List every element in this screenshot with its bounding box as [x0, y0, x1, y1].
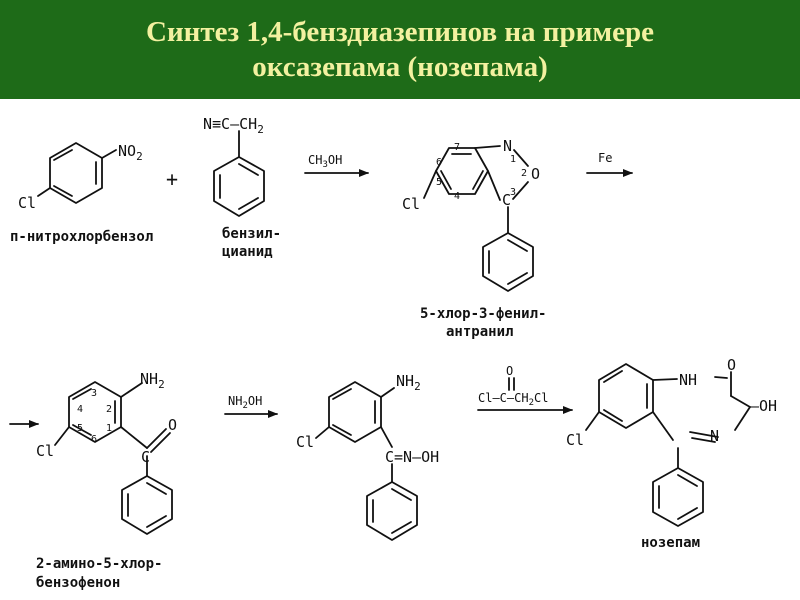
- title-line-2: оксазепама (нозепама): [252, 50, 548, 83]
- product-oh-label: –OH: [750, 397, 777, 415]
- locant: 6: [436, 157, 442, 168]
- product-n-label: N: [710, 427, 719, 445]
- intermediate3-nh2-label: NH2: [396, 372, 421, 393]
- intermediate2-name-line1: 2-амино-5-хлор-: [36, 556, 162, 572]
- locant: 1: [510, 154, 516, 165]
- step1-reagent-label: CH3OH: [308, 153, 342, 170]
- oxime-structure: [315, 381, 418, 541]
- locant: 4: [454, 191, 460, 202]
- step4-reagent-label: Cl–C–CH2Cl: [478, 391, 548, 408]
- title-banner: Синтез 1,4-бенздиазепинов на примере окс…: [0, 0, 800, 99]
- intermediate2-locants: 1 2 3 4 5 6: [77, 388, 112, 445]
- plus-sign: +: [166, 167, 178, 191]
- reagent2-name-line2: цианид: [222, 244, 273, 260]
- p-nitrochlorobenzene-ring: [37, 142, 117, 204]
- benzyl-cyanide-ring: [213, 130, 265, 217]
- reagent1-name: п-нитрохлорбензол: [10, 229, 153, 245]
- intermediate1-o-label: O: [531, 165, 540, 183]
- intermediate1-name-line1: 5-хлор-3-фенил-: [420, 306, 546, 322]
- product-name: нозепам: [641, 535, 700, 551]
- intermediate2-nh2-label: NH2: [140, 370, 165, 391]
- locant: 5: [436, 177, 442, 188]
- intermediate2-name-line2: бензофенон: [36, 575, 120, 591]
- locant: 3: [510, 187, 516, 198]
- reagent2-name-line1: бензил-: [222, 226, 281, 242]
- intermediate3-cl-label: Cl: [296, 433, 314, 451]
- product-cl-label: Cl: [566, 431, 584, 449]
- locant: 6: [91, 434, 97, 445]
- intermediate3-oxime-label: C=N–OH: [385, 448, 439, 466]
- locant: 3: [91, 388, 97, 399]
- intermediate1-c-label: C: [502, 191, 511, 209]
- locant: 4: [77, 404, 83, 415]
- intermediate1-cl-label: Cl: [402, 195, 420, 213]
- anthranil-structure: [423, 145, 534, 292]
- intermediate2-c-label: C: [141, 448, 150, 466]
- reagent2-nitrile-label: N≡C–CH2: [203, 115, 264, 136]
- locant: 1: [106, 423, 112, 434]
- locant: 2: [106, 404, 112, 415]
- step4-reagent-o: O: [506, 364, 513, 378]
- reagent1-cl-label: Cl: [18, 194, 36, 212]
- locant: 5: [77, 423, 83, 434]
- intermediate2-cl-label: Cl: [36, 442, 54, 460]
- intermediate1-n-label: N: [503, 137, 512, 155]
- intermediate2-o-label: O: [168, 416, 177, 434]
- reagent1-no2-label: NO2: [118, 142, 143, 163]
- nozepam-structure: [585, 363, 751, 527]
- locant: 2: [521, 168, 527, 179]
- intermediate1-locants: 1 2 3 4 5 6 7: [436, 142, 527, 202]
- product-o-label: O: [727, 356, 736, 374]
- product-nh-label: NH: [679, 371, 697, 389]
- title-line-1: Синтез 1,4-бенздиазепинов на примере: [146, 15, 654, 48]
- locant: 7: [454, 142, 460, 153]
- intermediate1-name-line2: антранил: [446, 324, 513, 340]
- step2-reagent-label: Fe: [598, 151, 612, 165]
- reaction-scheme: NO2 Cl п-нитрохлорбензол + N≡C–CH2 бензи…: [9, 115, 777, 591]
- aminobenzophenone-structure: [54, 381, 173, 535]
- step3-reagent-label: NH2OH: [228, 394, 262, 411]
